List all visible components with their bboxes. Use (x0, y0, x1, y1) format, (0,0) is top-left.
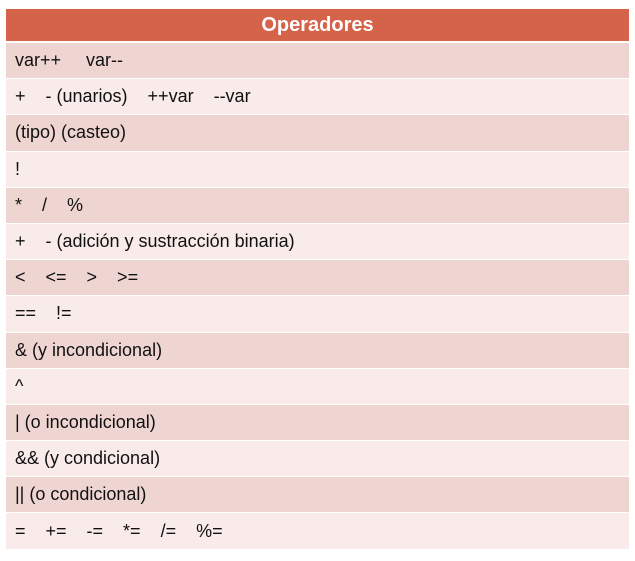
table-row: || (o condicional) (6, 477, 629, 514)
table-row: == != (6, 296, 629, 333)
table-row: + - (unarios) ++var --var (6, 79, 629, 116)
table-row: * / % (6, 187, 629, 224)
table-row: | (o incondicional) (6, 404, 629, 442)
table-row: & (y incondicional) (6, 332, 629, 369)
table-row: (tipo) (casteo) (6, 115, 629, 152)
table-row: var++ var-- (6, 43, 629, 80)
table-row: ^ (6, 368, 629, 405)
table-row: = += -= *= /= %= (6, 513, 629, 550)
table-row: && (y condicional) (6, 441, 629, 478)
operators-table: Operadores var++ var-- + - (unarios) ++v… (6, 9, 629, 550)
table-row: ! (6, 151, 629, 188)
table-row: + - (adición y sustracción binaria) (6, 223, 629, 261)
table-header: Operadores (6, 9, 629, 43)
table-row: < <= > >= (6, 260, 629, 297)
